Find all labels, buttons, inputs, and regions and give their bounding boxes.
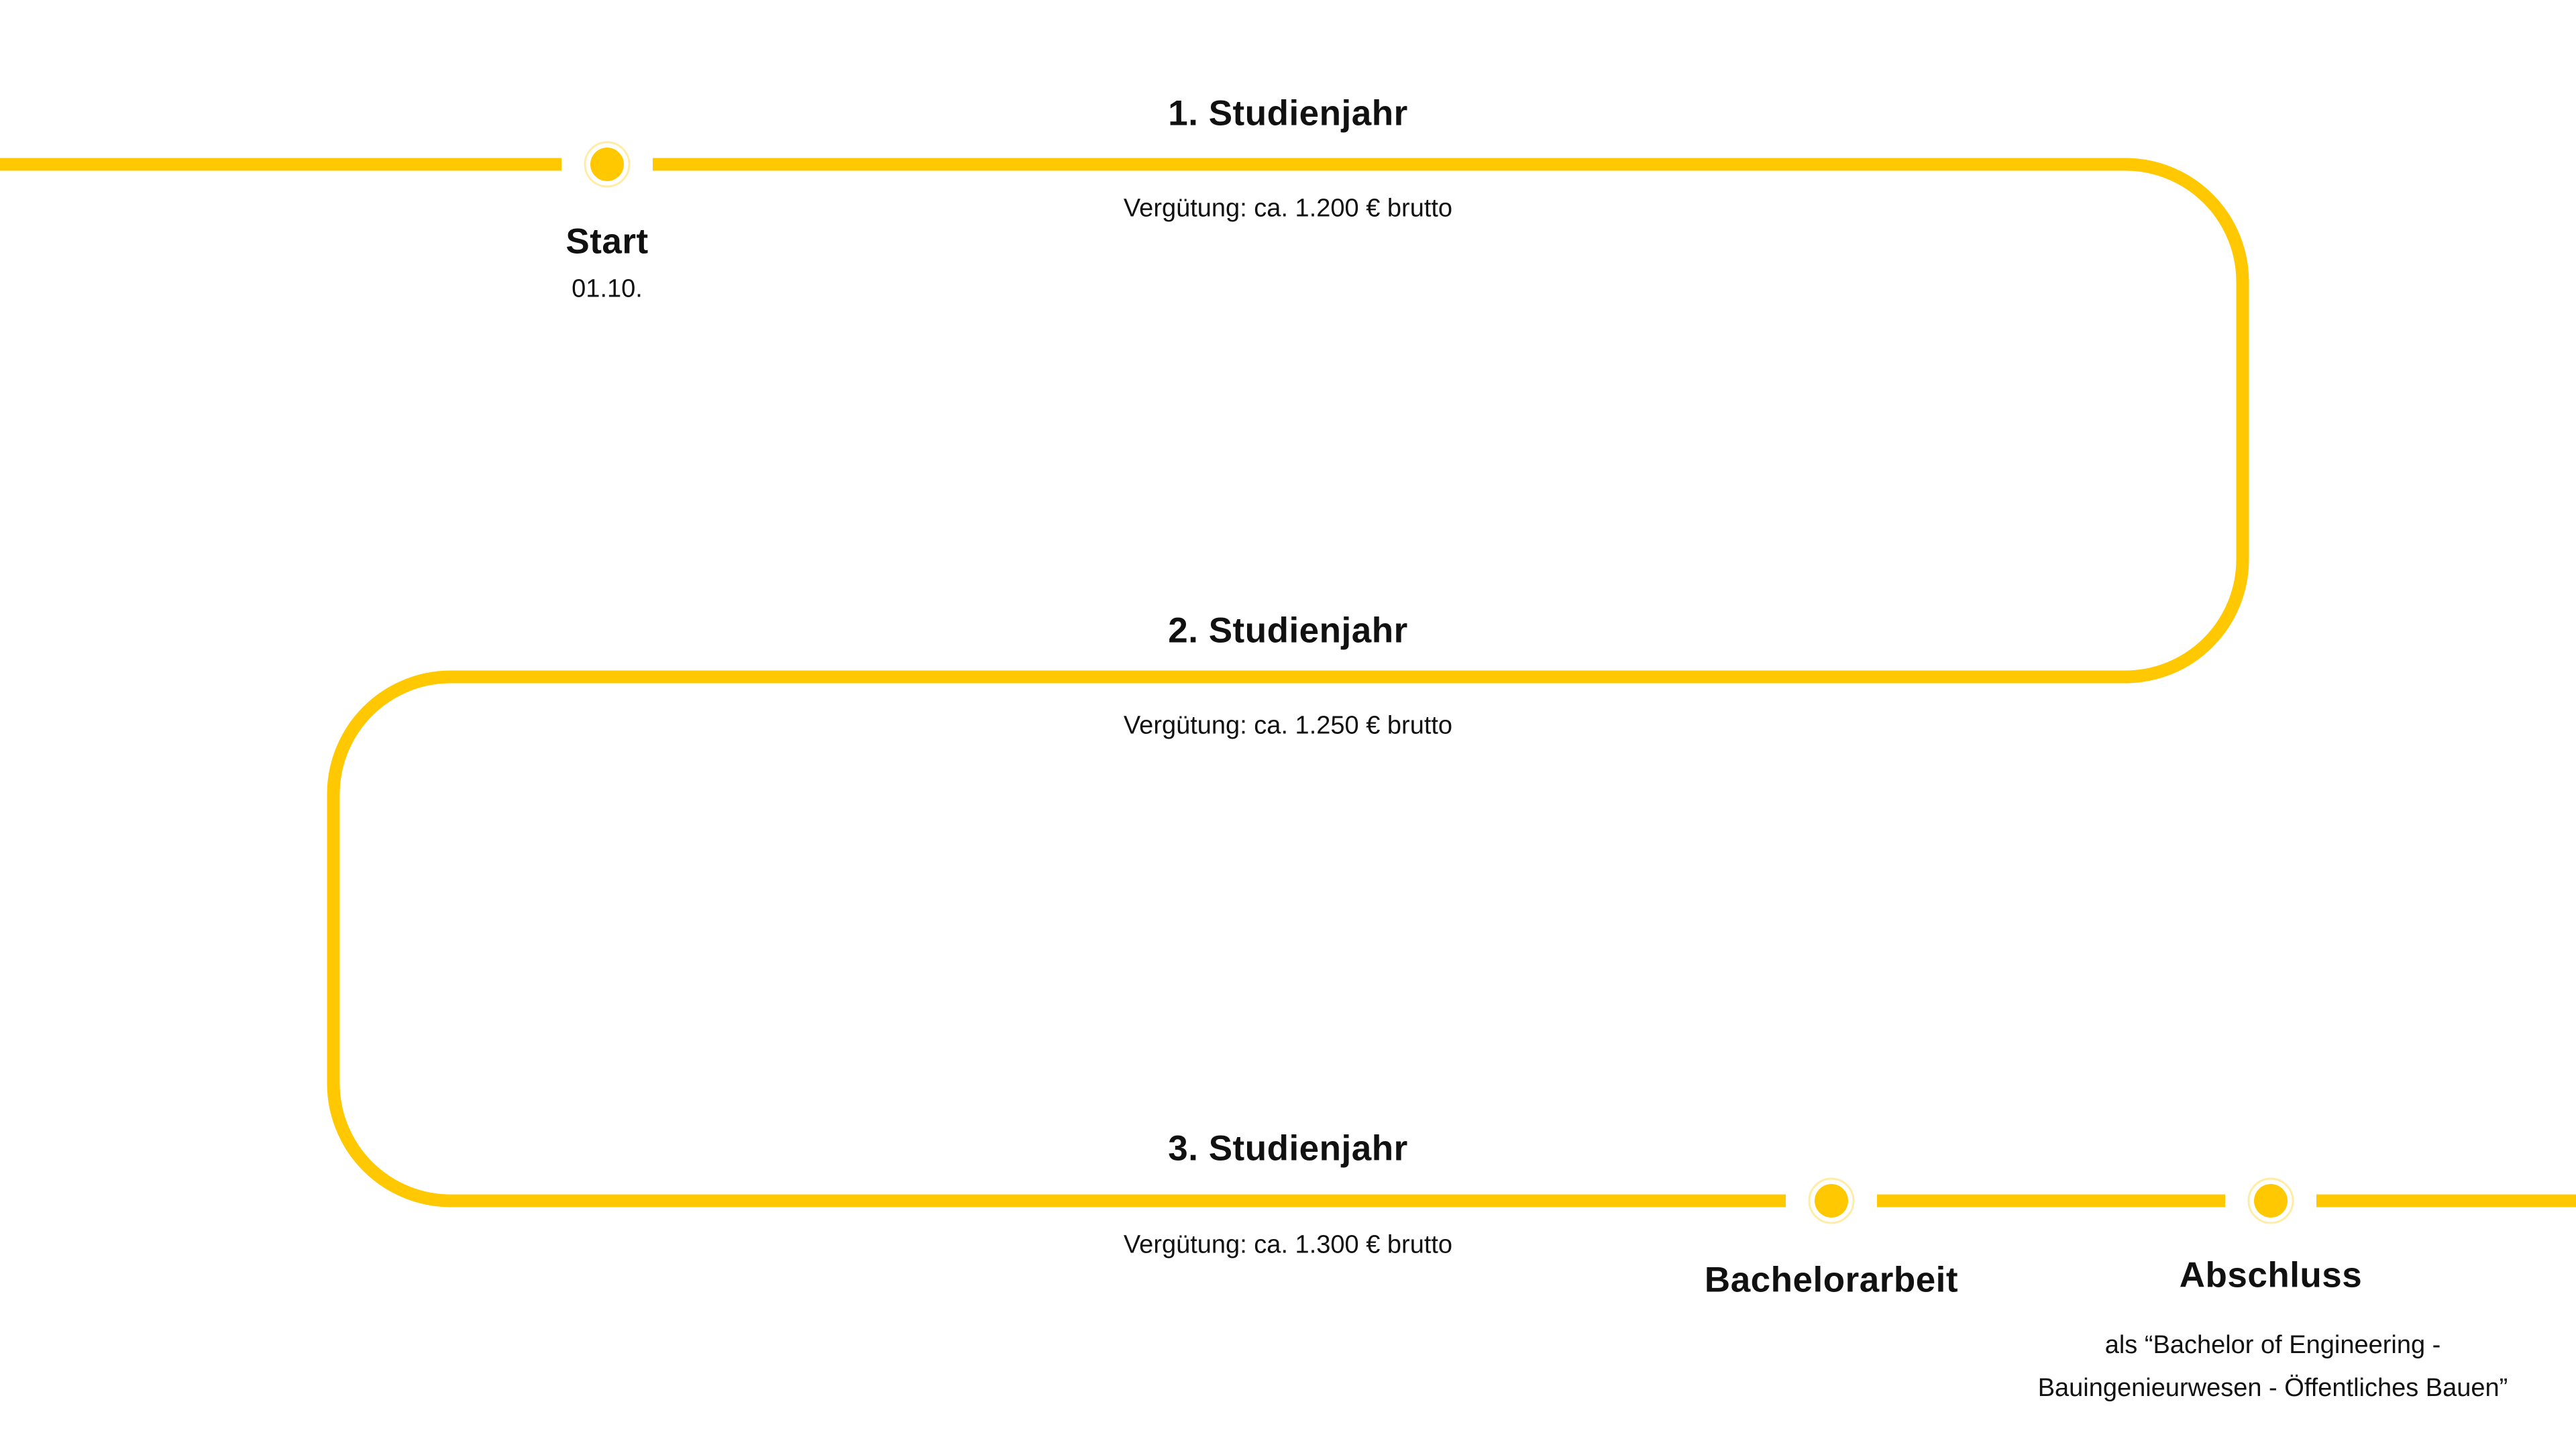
degree-marker-ring xyxy=(2247,1177,2294,1224)
track-segment-main xyxy=(327,158,2249,1208)
year1-compensation: Vergütung: ca. 1.200 € brutto xyxy=(1123,194,1453,223)
start-marker-dot xyxy=(590,148,624,181)
start-title: Start xyxy=(566,221,649,262)
thesis-title: Bachelorarbeit xyxy=(1704,1260,1959,1300)
degree-description-line2: Bauingenieurwesen - Öffentliches Bauen” xyxy=(2037,1374,2508,1402)
year1-title: 1. Studienjahr xyxy=(1168,93,1408,133)
degree-description-line1: als “Bachelor of Engineering - xyxy=(2104,1331,2441,1359)
degree-description: als “Bachelor of Engineering - Bauingeni… xyxy=(2038,1324,2508,1409)
thesis-marker-ring xyxy=(1808,1177,1855,1224)
year3-compensation: Vergütung: ca. 1.300 € brutto xyxy=(1123,1230,1453,1259)
year2-compensation: Vergütung: ca. 1.250 € brutto xyxy=(1123,711,1453,740)
degree-marker-dot xyxy=(2254,1184,2288,1218)
thesis-marker-dot xyxy=(1815,1184,1848,1218)
year2-title: 2. Studienjahr xyxy=(1168,610,1408,651)
start-marker-ring xyxy=(584,141,631,188)
start-date: 01.10. xyxy=(572,274,643,303)
degree-title: Abschluss xyxy=(2179,1255,2363,1295)
year3-title: 3. Studienjahr xyxy=(1168,1128,1408,1169)
